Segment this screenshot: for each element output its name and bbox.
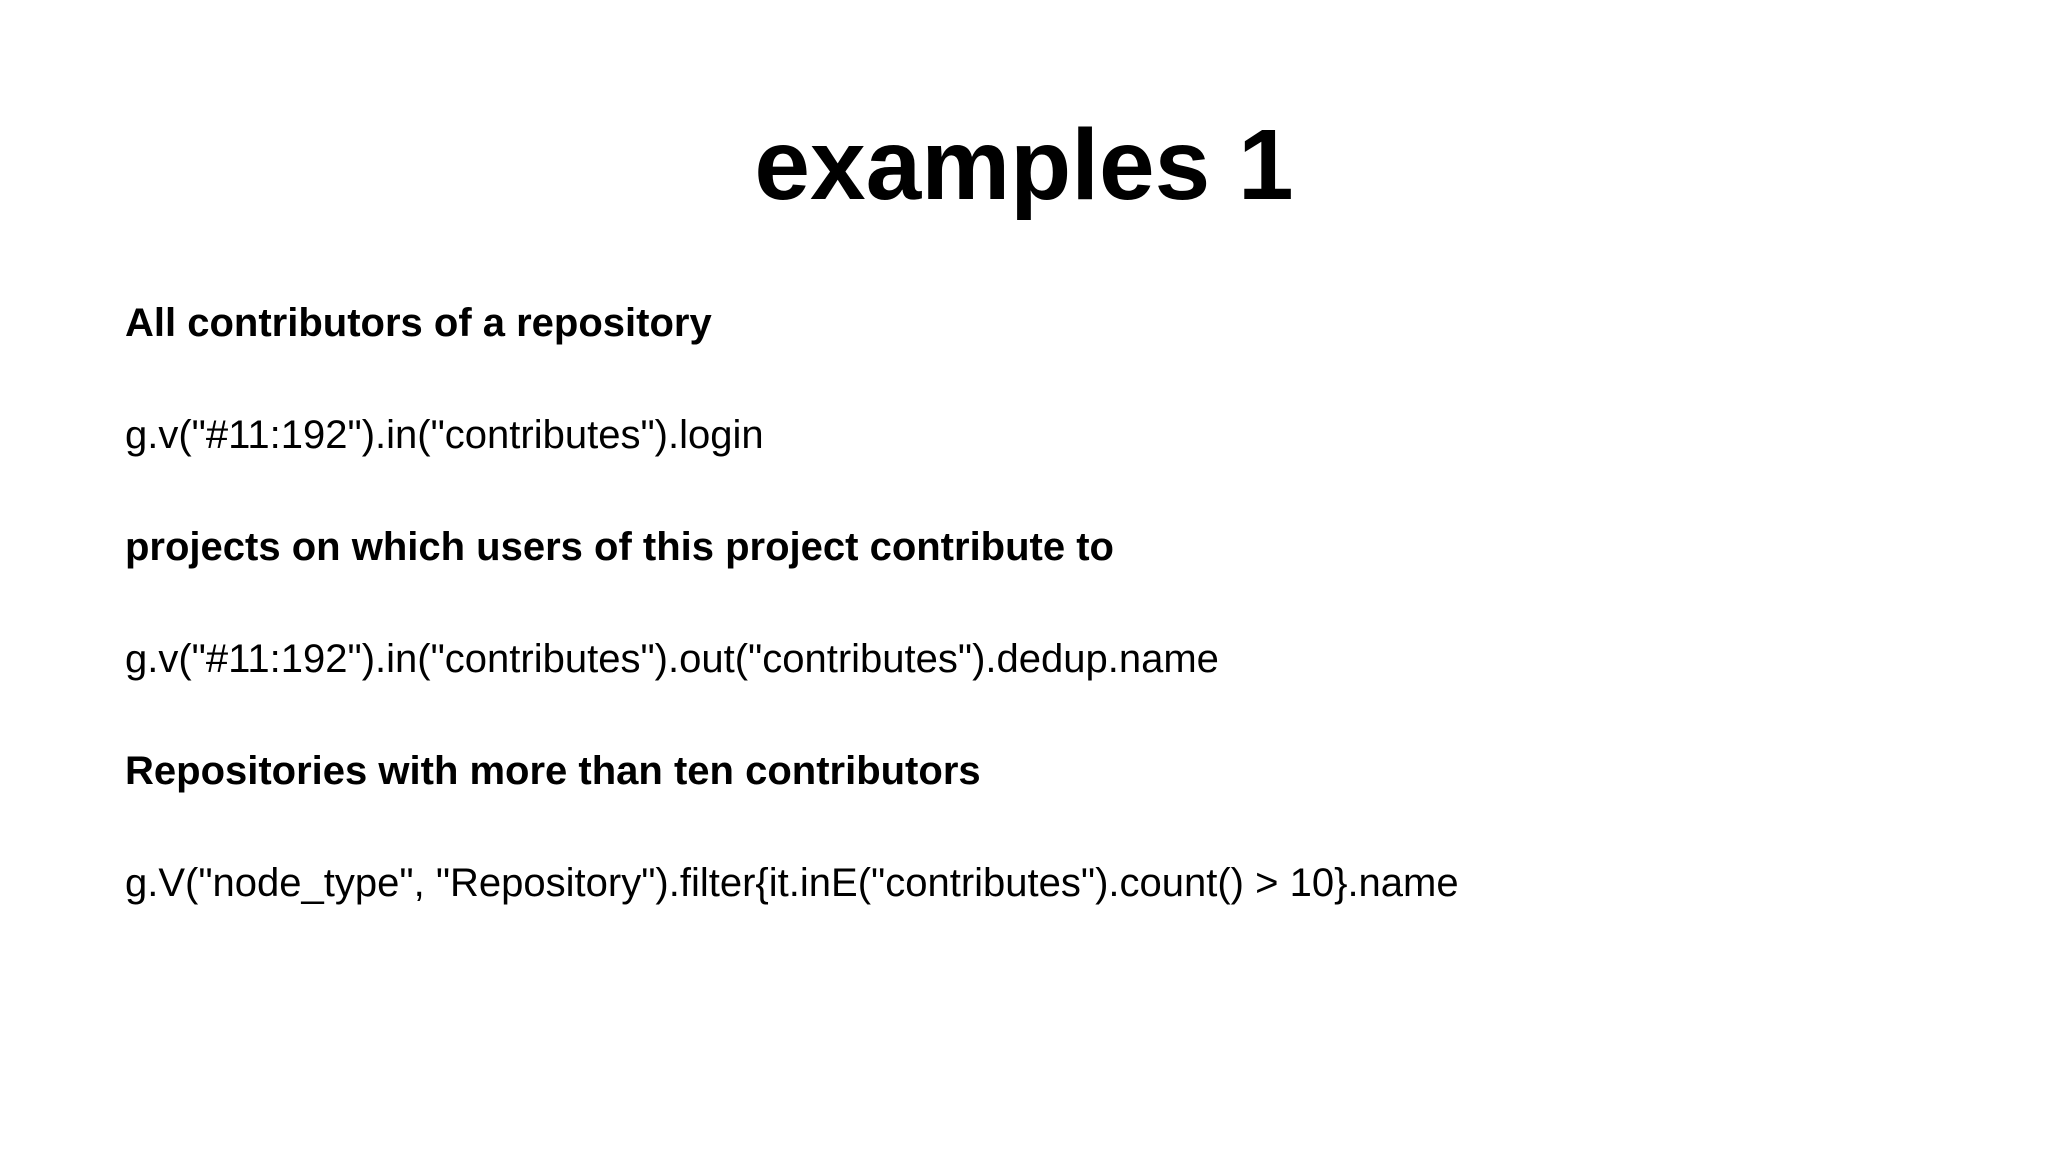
example-3-heading: Repositories with more than ten contribu… [125, 749, 981, 793]
example-1-query: g.v("#11:192").in("contributes").login [125, 413, 764, 457]
example-3-query: g.V("node_type", "Repository").filter{it… [125, 861, 1459, 905]
slide-content: All contributors of a repository g.v("#1… [0, 300, 2048, 906]
example-2-heading: projects on which users of this project … [125, 525, 1114, 569]
example-1-heading: All contributors of a repository [125, 301, 712, 345]
slide-title: examples 1 [754, 109, 1294, 221]
example-2-query: g.v("#11:192").in("contributes").out("co… [125, 637, 1219, 681]
